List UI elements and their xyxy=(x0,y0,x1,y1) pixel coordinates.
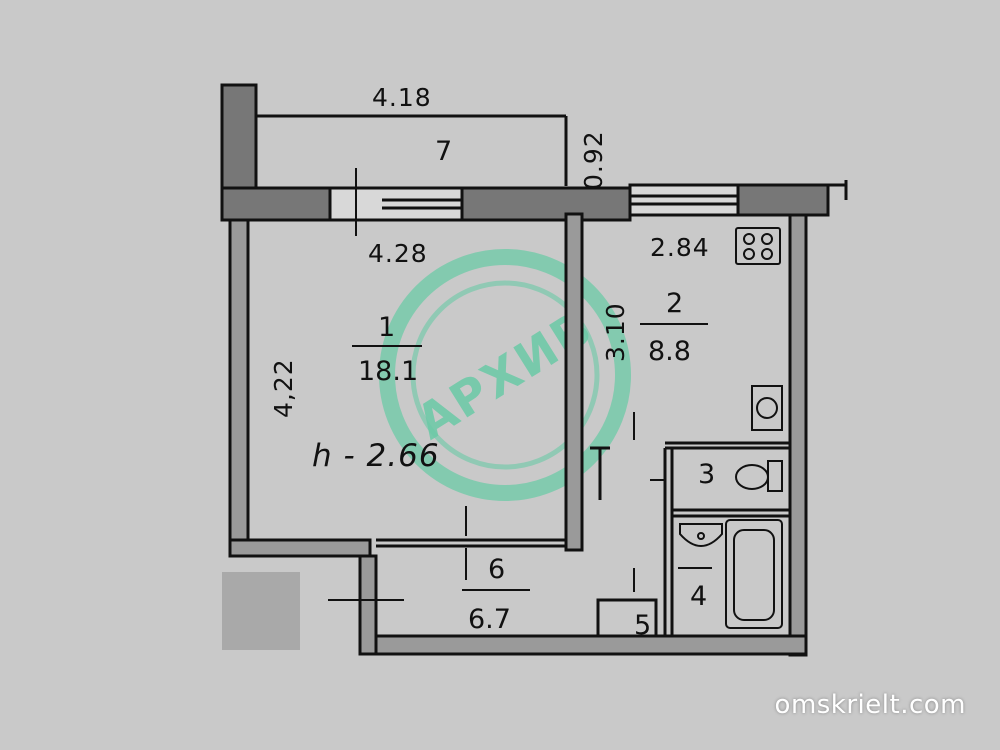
room-2-area: 8.8 xyxy=(648,336,691,367)
room-1-number: 1 xyxy=(378,312,395,343)
room-6-area: 6.7 xyxy=(468,604,511,635)
sink-icon xyxy=(751,385,783,431)
site-watermark: omskrielt.com xyxy=(774,690,966,720)
kitchen-width-label: 2.84 xyxy=(650,233,710,262)
room-5-number: 5 xyxy=(634,610,651,641)
room-1-area: 18.1 xyxy=(358,356,418,387)
room1-width-label: 4.28 xyxy=(368,239,428,268)
room1-depth-label: 4,22 xyxy=(269,358,298,418)
toilet-icon xyxy=(735,460,783,492)
walls xyxy=(220,168,848,657)
entry-shade xyxy=(222,572,300,650)
room-4-number: 4 xyxy=(690,581,707,612)
room-7-number: 7 xyxy=(435,136,452,167)
balcony-depth-label: 0.92 xyxy=(579,130,608,190)
washbasin-icon xyxy=(679,523,723,547)
balcony-width-label: 4.18 xyxy=(372,83,432,112)
room-2-number: 2 xyxy=(666,288,683,319)
room-3-number: 3 xyxy=(698,459,715,490)
ceiling-height-label: h - 2.66 xyxy=(312,438,440,474)
bathtub-icon xyxy=(725,519,783,629)
kitchen-depth-label: 3.10 xyxy=(601,302,630,362)
stove-icon xyxy=(735,227,781,265)
room-6-number: 6 xyxy=(488,554,505,585)
